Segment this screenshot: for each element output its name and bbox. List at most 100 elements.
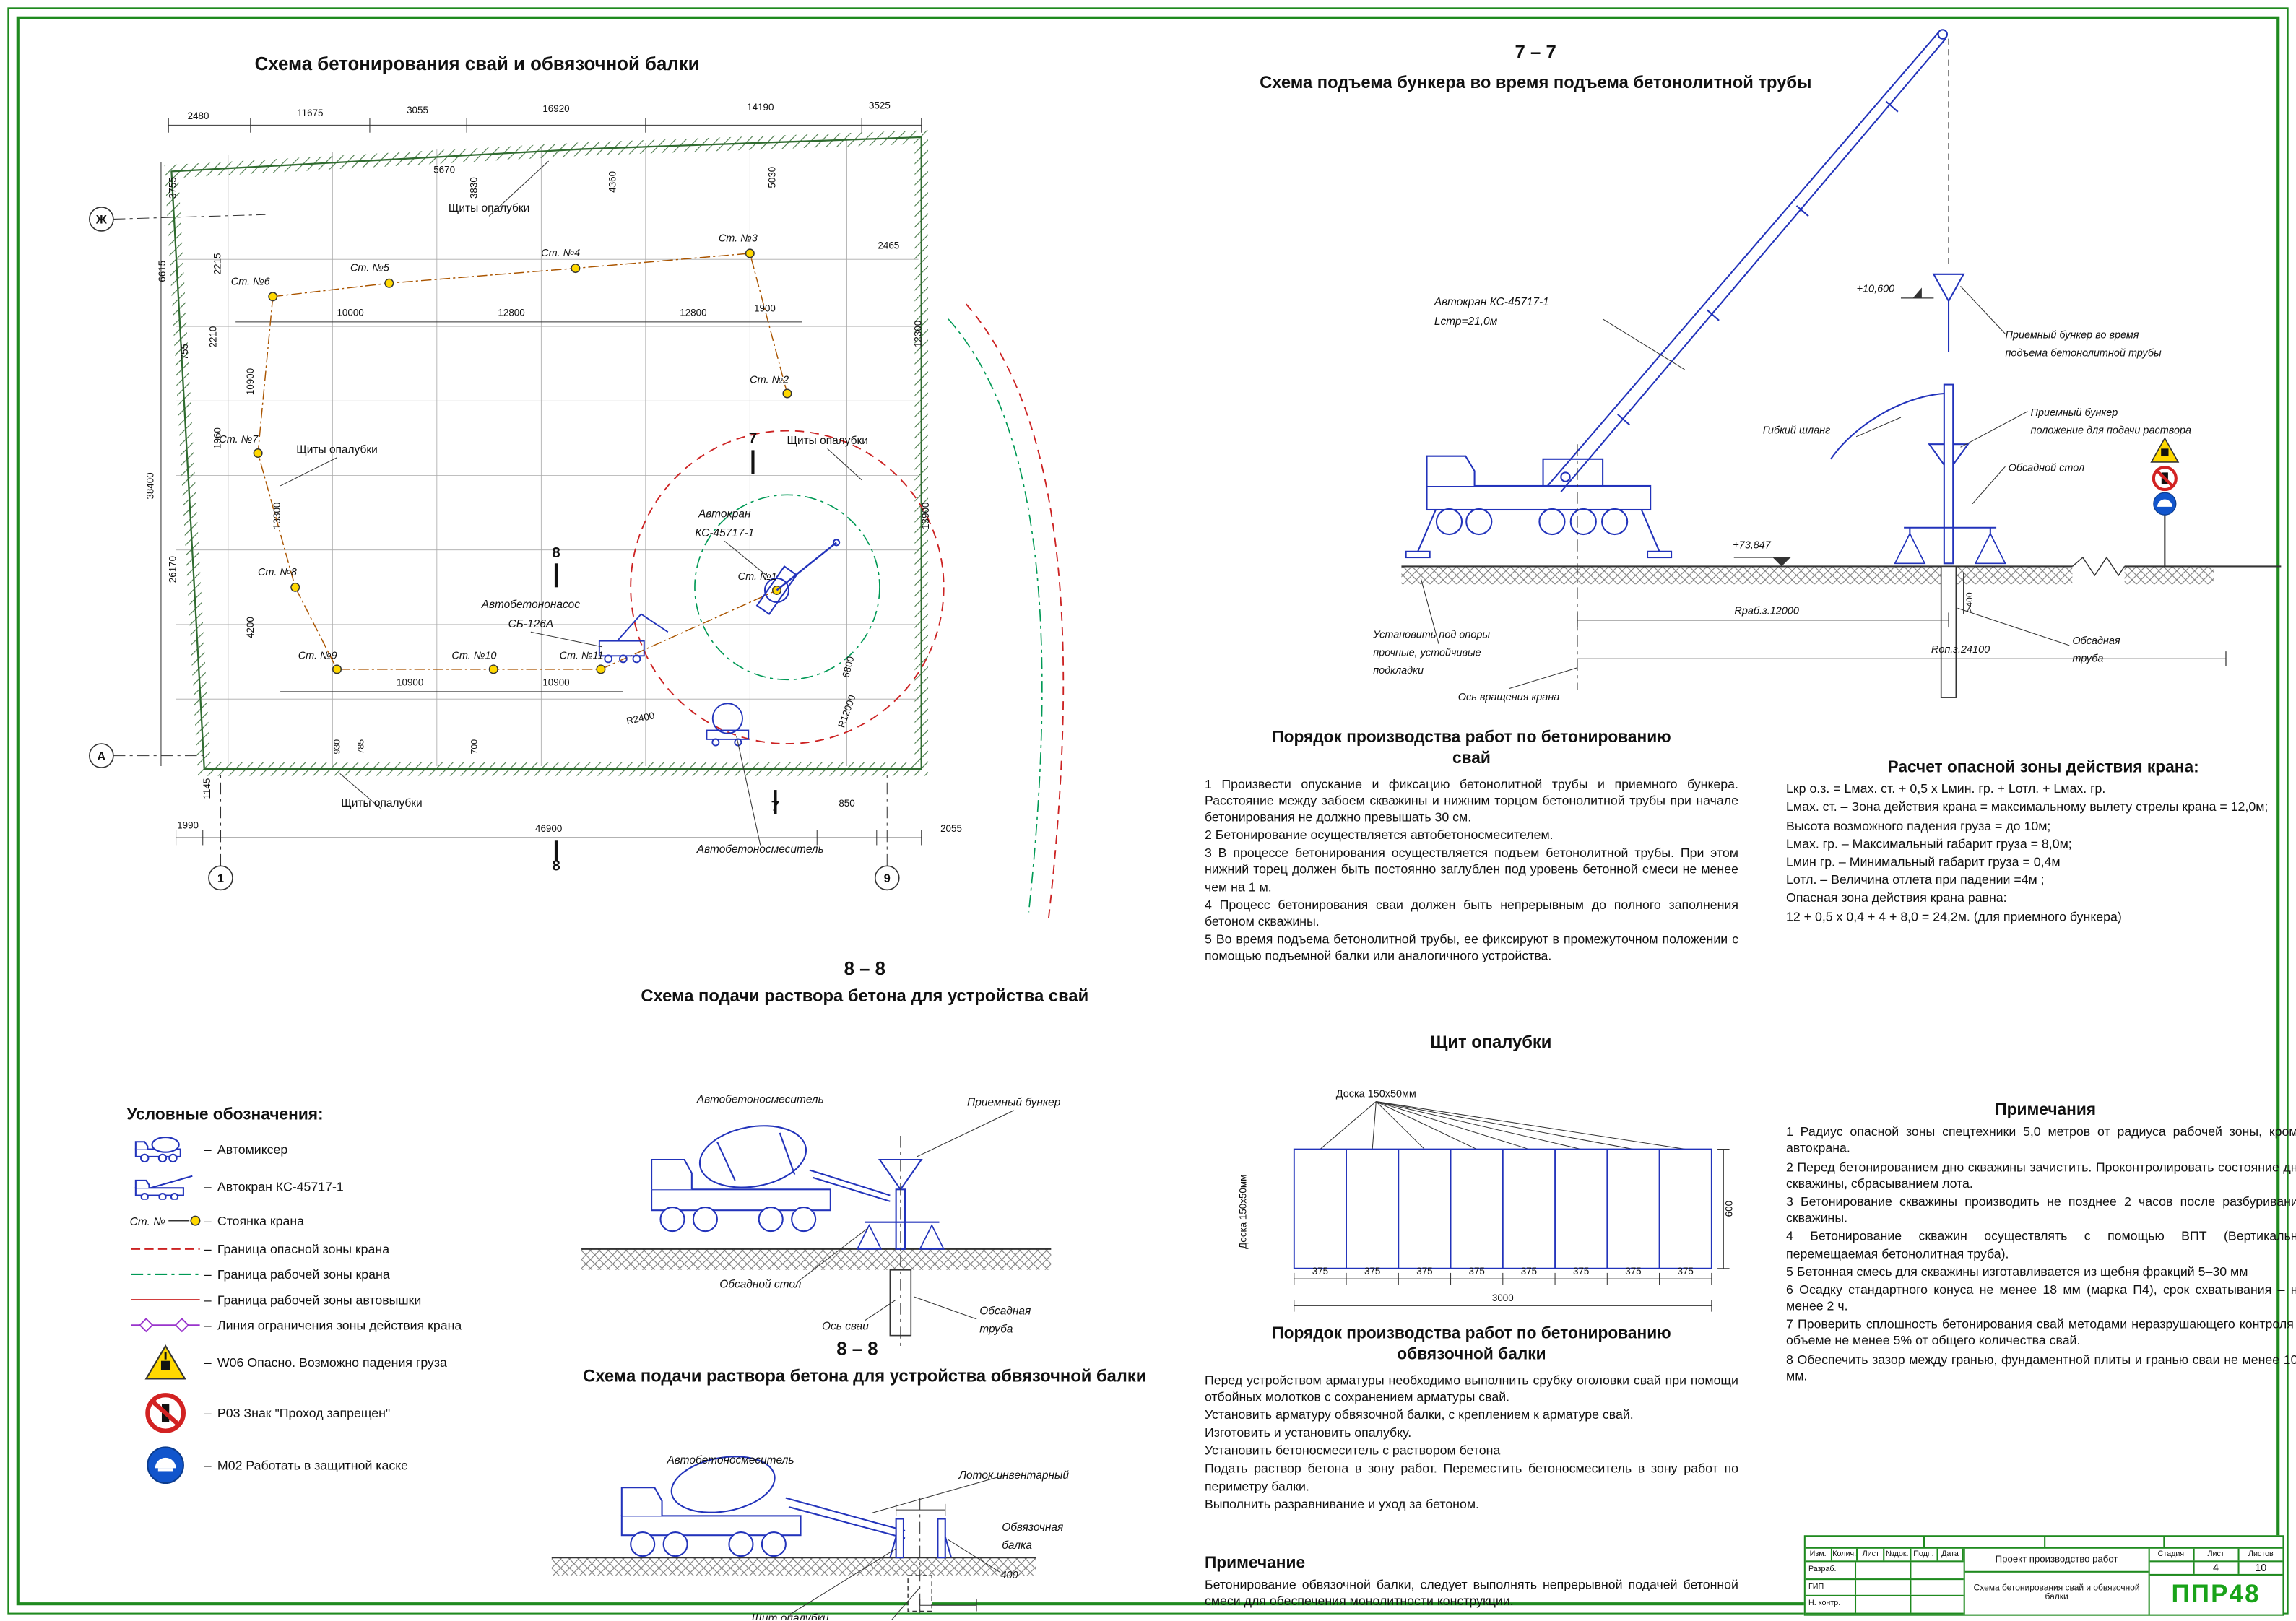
drawing-label: 375 bbox=[1573, 1266, 1589, 1277]
work-order-piles-heading1: Порядок производства работ по бетонирова… bbox=[1272, 729, 1671, 747]
legend-item-mixer: – Автомиксер bbox=[126, 1136, 521, 1163]
formwork-planks bbox=[1293, 1148, 1712, 1269]
header-cell: Изм. bbox=[1806, 1549, 1832, 1561]
drawing-label: 2210 bbox=[207, 326, 218, 348]
drawing-label: 375 bbox=[1625, 1266, 1641, 1277]
drawing-label: Автокран bbox=[698, 508, 751, 520]
drawing-label: 13900 bbox=[920, 503, 931, 529]
drawing-label: Приемный бункер во время bbox=[2005, 330, 2139, 342]
drawing-label: 375 bbox=[1521, 1266, 1537, 1277]
drawing-label: +10,600 bbox=[1857, 284, 1895, 295]
legend-item-limit-line: – Линия ограничения зоны действия крана bbox=[126, 1317, 521, 1333]
note-text: Бетонирование обвязочной балки, следует … bbox=[1204, 1577, 1738, 1609]
concrete-pump-symbol bbox=[598, 613, 669, 664]
drawing-label: 1900 bbox=[754, 303, 776, 313]
danger-boundary-line-icon bbox=[126, 1243, 204, 1256]
calc-line: Высота возможного падения груза = до 10м… bbox=[1786, 817, 2051, 833]
drawing-label: Автобетоносмеситель bbox=[666, 1454, 794, 1466]
axis-marks bbox=[89, 207, 900, 891]
calc-line: Lотл. – Величина отлета при падении =4м … bbox=[1786, 872, 2045, 887]
drawing-label: положение для подачи раствора bbox=[2031, 425, 2191, 437]
drawing-label: Ст. №2 bbox=[750, 375, 789, 386]
drawing-label: Щит опалубки bbox=[752, 1612, 829, 1620]
drawing-label: 16920 bbox=[542, 103, 569, 114]
role-row: ГИП bbox=[1805, 1579, 1964, 1597]
drawing-label: Автокран КС-45717-1 bbox=[1434, 296, 1549, 308]
drawing-label: Щиты опалубки bbox=[787, 435, 867, 447]
drawing-label: 400 bbox=[1000, 1570, 1018, 1581]
calc-line: Lмах. гр. – Максимальный габарит груза =… bbox=[1786, 835, 2072, 851]
drawing-label: Приемный бункер bbox=[967, 1097, 1061, 1109]
crane-station-icon: Ст. № bbox=[126, 1210, 204, 1231]
ground bbox=[1401, 556, 2282, 585]
legend-label: Стоянка крана bbox=[217, 1213, 305, 1228]
dims-and-leaders bbox=[789, 1475, 1004, 1620]
drawing-label: 3525 bbox=[869, 100, 891, 111]
legend-label: Граница рабочей зоны автовышки bbox=[217, 1292, 422, 1308]
sheet-number: 4 bbox=[2194, 1562, 2240, 1575]
legend: Условные обозначения: – Автомиксер – Авт… bbox=[126, 1106, 521, 1497]
drawing-label: подкладки bbox=[1373, 665, 1424, 677]
work-order-beam-text: Перед устройством арматуры необходимо вы… bbox=[1205, 1372, 1738, 1513]
drawing-label: 700 bbox=[469, 739, 480, 755]
role-row: Н. контр. bbox=[1805, 1596, 1964, 1615]
danger-zone-boundary bbox=[965, 303, 1065, 923]
falling-load-sign-icon bbox=[126, 1343, 204, 1382]
drawing-label: 600 bbox=[1724, 1201, 1735, 1217]
note-line: 4 Бетонирование скважин осуществлять с п… bbox=[1786, 1228, 2296, 1261]
drawing-label: Rраб.з.12000 bbox=[1734, 605, 1799, 617]
work-boundary-line-icon bbox=[126, 1269, 204, 1281]
legend-label: Граница рабочей зоны крана bbox=[217, 1266, 390, 1282]
drawing-label: Щиты опалубки bbox=[296, 444, 377, 456]
drawing-label: Приемный бункер bbox=[2031, 407, 2118, 419]
drawing-label: 6800 bbox=[840, 655, 856, 679]
drawing-label: Ст. №11 bbox=[560, 650, 604, 661]
drawing-label: Обсадная bbox=[979, 1305, 1031, 1318]
drawing-label: А bbox=[97, 750, 105, 763]
drawing-label: 2215 bbox=[212, 253, 223, 274]
section8-piles-subtitle: Схема подачи раствора бетона для устройс… bbox=[641, 988, 1089, 1007]
drawing-label: 7 bbox=[749, 430, 757, 446]
no-pass-sign-icon bbox=[126, 1392, 204, 1434]
legend-label: Автокран КС-45717-1 bbox=[217, 1178, 344, 1194]
drawing-label: Обсадная bbox=[2072, 635, 2120, 647]
elevation-leaders bbox=[1420, 285, 2070, 690]
header-cell: Дата bbox=[1938, 1549, 1964, 1561]
drawing-label: 8 bbox=[552, 858, 560, 874]
drawing-label: 10900 bbox=[397, 677, 423, 688]
legend-title: Условные обозначения: bbox=[126, 1105, 324, 1124]
drawing-label: 5670 bbox=[433, 164, 455, 175]
calc-line: Lмах. ст. – Зона действия крана = максим… bbox=[1786, 799, 2269, 815]
note-line: 6 Осадку стандартного конуса не менее 18… bbox=[1786, 1281, 2296, 1313]
formwork-wall-outline bbox=[170, 136, 922, 770]
paragraph: Изготовить и установить опалубку. bbox=[1204, 1425, 1412, 1440]
drawing-label: Ст. №8 bbox=[258, 567, 297, 578]
signature-cell bbox=[1856, 1562, 1912, 1578]
note-title: Примечание bbox=[1204, 1555, 1306, 1573]
sheets-label: Листов bbox=[2248, 1550, 2274, 1560]
drawing-label: 1960 bbox=[212, 427, 223, 449]
drawing-label: 785 bbox=[356, 739, 366, 755]
drawing-label: Ст. №5 bbox=[350, 263, 390, 274]
work-zone-boundary bbox=[948, 318, 1043, 913]
sheet-frame-outer bbox=[7, 7, 2289, 1615]
plan-drawing: 2480116753055169201419035255670383043605… bbox=[89, 100, 1065, 923]
legend-label: Линия ограничения зоны действия крана bbox=[217, 1317, 462, 1333]
drawing-label: Ось сваи bbox=[822, 1320, 869, 1332]
drawing-label: прочные, устойчивые bbox=[1373, 647, 1481, 659]
drawing-label: 10900 bbox=[245, 368, 256, 395]
drawing-label: Щиты опалубки bbox=[341, 797, 422, 809]
legend-item-station: Ст. № – Стоянка крана bbox=[126, 1210, 521, 1231]
work-order-piles-heading2: свай bbox=[1452, 749, 1491, 768]
notes-block: Примечания 1 Радиус опасной зоны спецтех… bbox=[1786, 1100, 2296, 1386]
note-line: 7 Проверить сплошность бетонирования сва… bbox=[1786, 1316, 2296, 1348]
danger-zone-circle bbox=[630, 430, 945, 745]
mixer-symbol-plan bbox=[706, 703, 750, 747]
drawing-label: 1 bbox=[217, 872, 224, 885]
drawing-label: 8 bbox=[552, 544, 560, 561]
lift-work-boundary-line-icon bbox=[126, 1294, 204, 1306]
drawing-label: 38400 bbox=[145, 472, 156, 499]
paragraph: 1 Произвести опускание и фиксацию бетоно… bbox=[1204, 775, 1738, 825]
drawing-label: подъема бетонолитной трубы bbox=[2005, 347, 2162, 359]
